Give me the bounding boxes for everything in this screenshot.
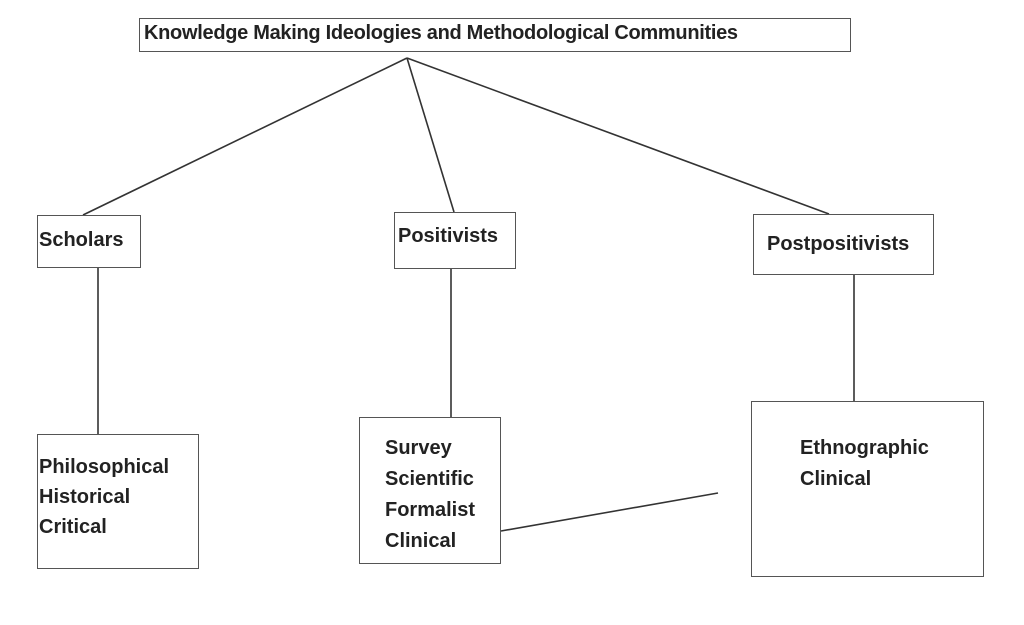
node-label-positivists: Positivists [398,225,499,247]
node-label-scholars: Scholars [39,229,124,251]
connector-positivist-methods-to-postpositivist-methods [500,492,719,532]
node-postpositivist-methods: Ethnographic Clinical [751,401,984,577]
node-scholars: Scholars [37,215,141,268]
node-postpositivists: Postpositivists [753,214,934,275]
connector-title-to-postpositivists [406,57,830,215]
node-scholars-methods: Philosophical Historical Critical [37,434,199,569]
connector-title-to-positivists [406,57,455,213]
method-item: Formalist [385,499,476,521]
node-positivists: Positivists [394,212,516,269]
method-item: Ethnographic [800,437,929,459]
node-positivist-methods: Survey Scientific Formalist Clinical [359,417,501,564]
method-item: Philosophical [39,456,170,478]
method-item: Clinical [800,468,872,490]
method-item: Clinical [385,530,457,552]
method-item: Critical [39,516,107,538]
method-item: Survey [385,437,452,459]
method-item: Scientific [385,468,474,490]
node-label-postpositivists: Postpositivists [767,233,910,255]
diagram-title: Knowledge Making Ideologies and Methodol… [139,18,851,52]
method-item: Historical [39,486,131,508]
connector-title-to-scholars [82,57,408,216]
